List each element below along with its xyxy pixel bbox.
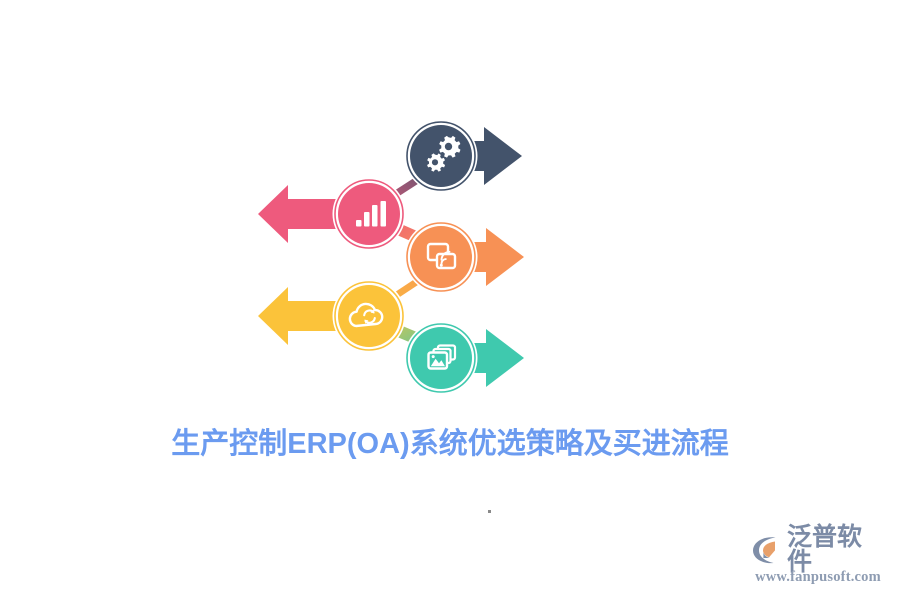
bar-chart-icon [356, 201, 386, 227]
cloud-sync-icon [348, 302, 384, 328]
screen-cast-icon [426, 242, 457, 270]
node-gears[interactable] [404, 119, 478, 193]
gallery-icon [427, 344, 457, 370]
brand-url: www.fanpusoft.com [755, 569, 881, 585]
page-title: 生产控制ERP(OA)系统优选策略及买进流程 [171, 428, 729, 460]
node-bar-chart[interactable] [332, 177, 406, 251]
gears-icon [427, 135, 461, 172]
fanpu-logo-icon [753, 537, 776, 564]
brand-name: 泛普软件 [787, 523, 863, 576]
process-infographic [255, 110, 555, 400]
node-screencast[interactable] [404, 220, 478, 294]
node-gallery[interactable] [404, 321, 478, 395]
arrow-group [258, 127, 524, 387]
stray-speck [488, 510, 491, 513]
brand-watermark: 泛普软件 www.fanpusoft.com [750, 525, 886, 590]
node-cloud-sync[interactable] [332, 279, 406, 353]
